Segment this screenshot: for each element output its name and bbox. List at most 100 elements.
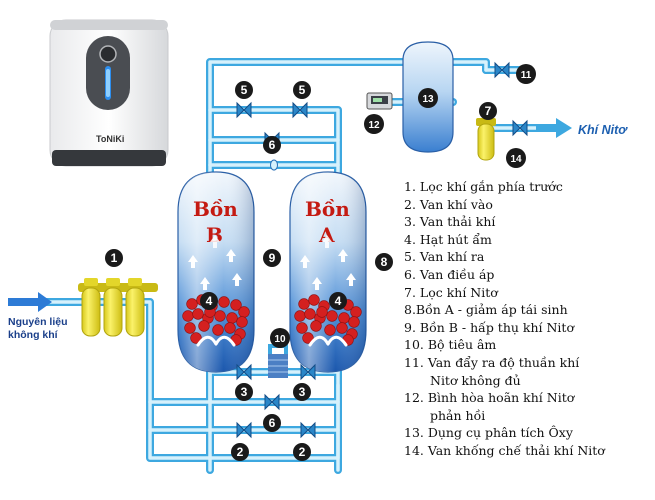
adsorbent-bead [212,324,224,336]
adsorbent-bead [324,324,336,336]
air-input-arrow [8,292,52,312]
adsorbent-bead [214,310,226,322]
legend-item: 4. Hạt hút ẩm [404,231,492,247]
number-badge-label: 9 [269,251,276,265]
number-badge-label: 5 [241,83,248,97]
adsorbent-bead [184,322,196,334]
adsorbent-bead [236,316,248,328]
adsorbent-bead [302,332,314,344]
number-badge [364,114,384,134]
number-badge-label: 3 [241,385,248,399]
nitrogen-filter [476,118,496,161]
brand-logo: ToNiKi [96,134,124,144]
valve-icon [300,421,316,439]
number-badge [263,249,281,267]
valve-icon [512,119,528,137]
number-badge-label: 10 [274,334,286,345]
number-badge [293,443,311,461]
number-badge-label: 1 [111,251,118,265]
nitrogen-output-arrow [536,118,572,138]
number-badge-label: 4 [206,294,213,308]
number-badge [263,136,281,154]
number-badge-label: 6 [269,416,276,430]
number-badge [231,443,249,461]
number-badge [270,328,290,348]
adsorbent-bead [296,322,308,334]
legend-item: 8.Bồn A - giảm áp tái sinh [404,302,568,318]
valves [236,61,528,439]
flow-arrows-tank-a [300,235,356,290]
number-badge-label: 7 [485,104,492,118]
flow-arrows-tank-b [188,235,242,290]
number-badge-label: 14 [510,154,522,165]
legend-item: 6. Van điều áp [404,266,495,282]
number-badge-label: 11 [521,70,532,81]
valve-icon [494,61,510,79]
adsorbent-bead [336,322,348,334]
adsorbent-bead [298,298,310,310]
adsorbent-beads-tank-b [182,294,250,346]
legend-item: 5. Van khí ra [404,249,485,265]
adsorbent-bead [294,310,306,322]
legend-item: 9. Bồn B - hấp thụ khí Nitơ [404,319,574,335]
adsorbent-bead [226,312,238,324]
number-badge-label: 2 [237,445,244,459]
number-badge-label: 4 [335,294,342,308]
input-label-line1: Nguyên liệu [8,316,68,328]
adsorbent-bead [218,296,230,308]
check-valve [270,159,278,171]
legend-item: 2. Van khí vào [404,196,493,212]
number-badge [418,88,438,108]
valve-icon [292,101,308,119]
adsorbent-bead [182,310,194,322]
number-badge-label: 2 [299,445,306,459]
adsorbent-bead [316,306,328,318]
adsorbent-bead [338,312,350,324]
number-badge [479,102,497,120]
valve-icon [300,363,316,381]
adsorbent-bead [304,308,316,320]
number-badge-label: 6 [269,138,276,152]
valve-icon [236,101,252,119]
number-badge-label: 5 [299,83,306,97]
number-badge [516,64,536,84]
pre-filter-group [78,278,158,337]
legend-item: 14. Van khống chế thải khí Nitơ [404,442,605,458]
legend-item: 1. Lọc khí gắn phía trước [404,179,563,194]
legend-item: 10. Bộ tiêu âm [404,337,497,353]
tank-b-label-line1: Bồn [193,197,238,221]
swirl-arrows [196,335,348,347]
number-badge [506,148,526,168]
adsorbent-bead [198,320,210,332]
input-label-line2: không khí [8,329,59,341]
valve-icon [236,363,252,381]
number-badge-label: 13 [422,94,434,105]
number-badge [329,292,347,310]
number-badge [293,81,311,99]
adsorbent-bead [326,310,338,322]
number-badge [235,383,253,401]
adsorbent-bead [308,294,320,306]
number-badge [200,292,218,310]
tank-a-label-line1: Bồn [305,197,350,221]
number-badge-label: 8 [381,255,388,269]
legend-item: 3. Van thải khí [404,214,496,230]
valve-icon [264,393,280,411]
oxygen-analyzer [366,92,393,110]
muffler [268,344,288,378]
adsorbent-bead [348,316,360,328]
number-badge [375,253,393,271]
output-label: Khí Nitơ [578,123,628,137]
product-device: ToNiKi [49,19,169,167]
number-badge-label: 3 [299,385,306,399]
legend: 1. Lọc khí gắn phía trước 2. Van khí vào… [404,178,652,460]
adsorbent-bead [190,332,202,344]
adsorbent-bead [230,299,242,311]
number-badge [105,249,123,267]
adsorbent-bead [224,322,236,334]
number-badge [235,81,253,99]
